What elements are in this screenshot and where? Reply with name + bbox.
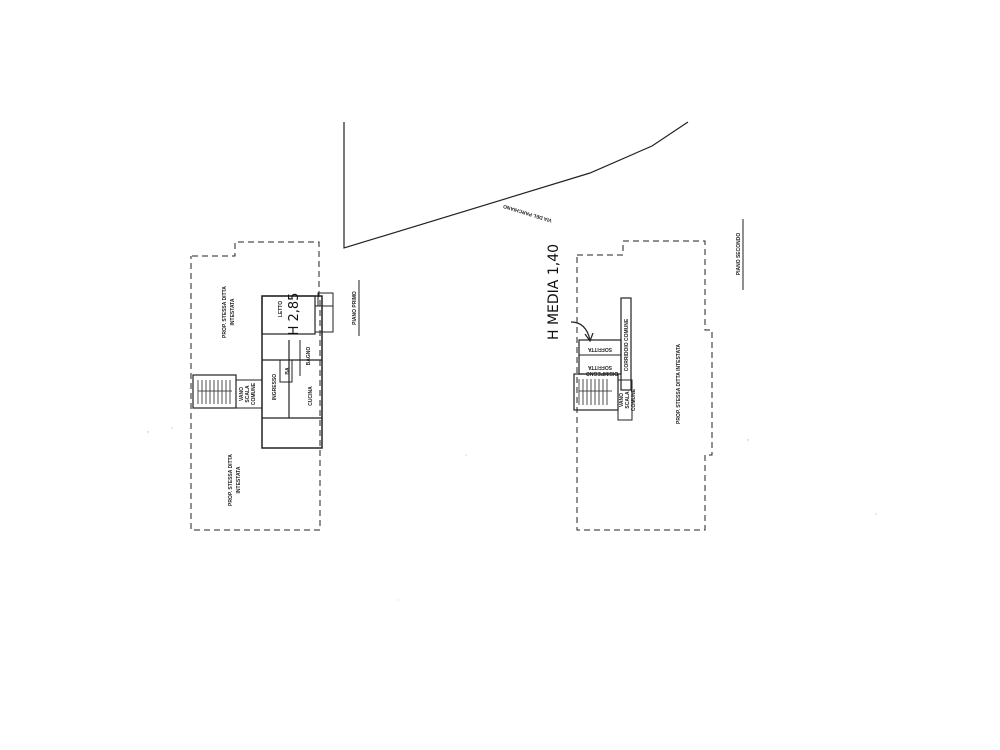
neighbor-label-bottom-2: INTESTATA xyxy=(236,466,242,493)
room-label-soffitta-mid: SOFFITTA xyxy=(588,364,612,370)
balcony-railing xyxy=(317,292,334,307)
scan-specks xyxy=(147,427,877,601)
neighbor-label-top-2: INTESTATA xyxy=(230,298,236,325)
height-note-arrowhead xyxy=(584,332,594,343)
balcony xyxy=(314,305,334,333)
stair-label-2: SCALA xyxy=(625,391,631,409)
stair-treads xyxy=(197,380,232,404)
street-boundary-line xyxy=(343,121,689,249)
neighbor-label-right: PROP. STESSA DITTA INTESTATA xyxy=(676,344,682,424)
room-label-bagno: BAGNO xyxy=(306,347,312,366)
corridor-label: CORRIDOIO COMUNE xyxy=(624,318,630,371)
floor-plan-piano-primo: PROP. STESSA DITTA INTESTATA PROP. STESS… xyxy=(190,241,360,531)
stairwell xyxy=(192,374,237,409)
neighbor-boundary-dashed xyxy=(576,240,713,531)
neighbor-label-top-1: PROP. STESSA DITTA xyxy=(222,286,228,338)
stair-label-3: COMUNE xyxy=(631,388,637,411)
floor-title: PIANO PRIMO xyxy=(352,291,358,325)
neighbor-boundary-dashed xyxy=(190,241,321,531)
stairwell xyxy=(573,373,619,411)
room-label-cucina: CUCINA xyxy=(308,386,314,406)
stair-label-1: VANO xyxy=(239,387,245,401)
stair-landing xyxy=(235,379,263,409)
floor-plan-piano-secondo: H MEDIA 1,40 SOFFITTA SOFFITTA DISIMPEGN… xyxy=(546,219,744,531)
stair-treads xyxy=(578,379,612,405)
height-note: H MEDIA 1,40 xyxy=(546,244,562,340)
room-label-soffitta-top: SOFFITTA xyxy=(588,346,612,352)
room-label-ingresso: INGRESSO xyxy=(272,374,278,401)
stair-label-1: VANO xyxy=(619,393,625,407)
height-note-arrow xyxy=(570,321,591,341)
stair-landing xyxy=(617,379,633,421)
neighbor-label-bottom-1: PROP. STESSA DITTA xyxy=(228,454,234,506)
room-label-disimpegno: DISIMPEGNO xyxy=(586,370,618,376)
room-ba xyxy=(279,359,293,383)
floor-title: PIANO SECONDO xyxy=(736,233,742,276)
room-label-ba: BA xyxy=(285,367,291,375)
room-label-letto: LETTO xyxy=(278,301,284,317)
street-name-label: VIA DEL PARCHIANO xyxy=(502,203,552,224)
stair-label-3: COMUNE xyxy=(251,382,257,405)
height-note: H 2,85 xyxy=(287,293,302,336)
stair-label-2: SCALA xyxy=(245,385,251,403)
